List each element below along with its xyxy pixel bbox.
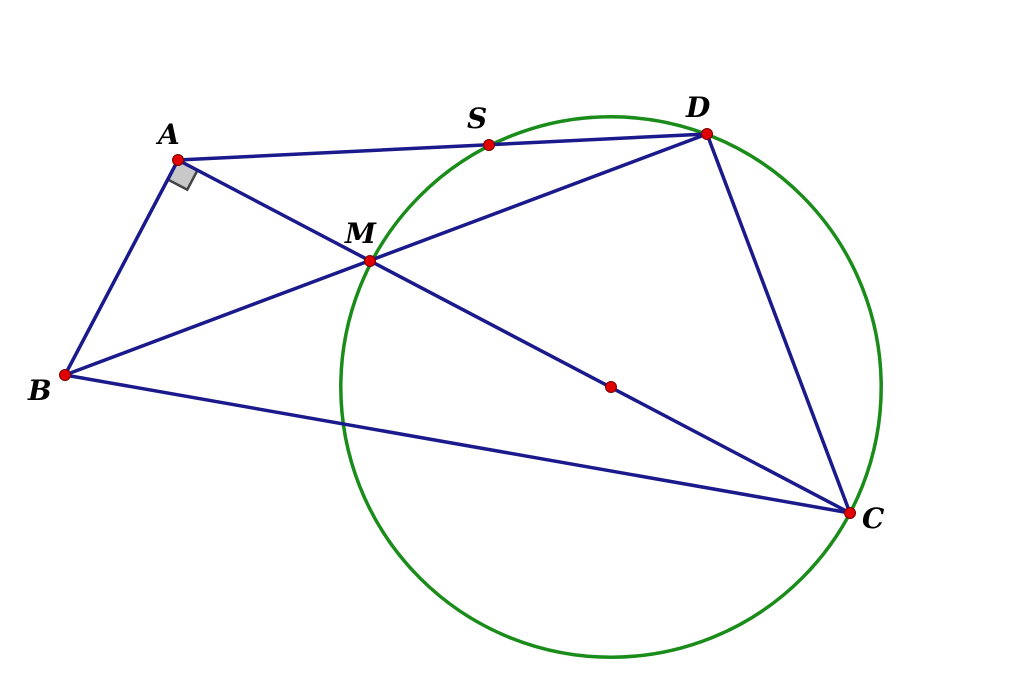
segment-ac — [176, 158, 852, 515]
segment-cd — [705, 132, 852, 515]
label-m: M — [344, 217, 377, 250]
label-a: A — [155, 118, 180, 151]
label-d: D — [685, 91, 711, 124]
circle-center-o — [339, 115, 883, 659]
point-m — [364, 255, 376, 267]
segment-bd — [63, 132, 709, 377]
segment-ad — [176, 132, 709, 162]
label-c: C — [862, 502, 885, 535]
right-angle-marker — [166, 158, 200, 192]
segment-bc — [63, 373, 852, 515]
segment-ab — [63, 158, 180, 377]
point-a — [172, 154, 184, 166]
point-o — [605, 381, 617, 393]
point-s — [483, 139, 495, 151]
label-b: B — [27, 374, 52, 407]
label-s: S — [467, 102, 487, 135]
point-b — [59, 369, 71, 381]
point-c — [844, 507, 856, 519]
point-d — [701, 128, 713, 140]
